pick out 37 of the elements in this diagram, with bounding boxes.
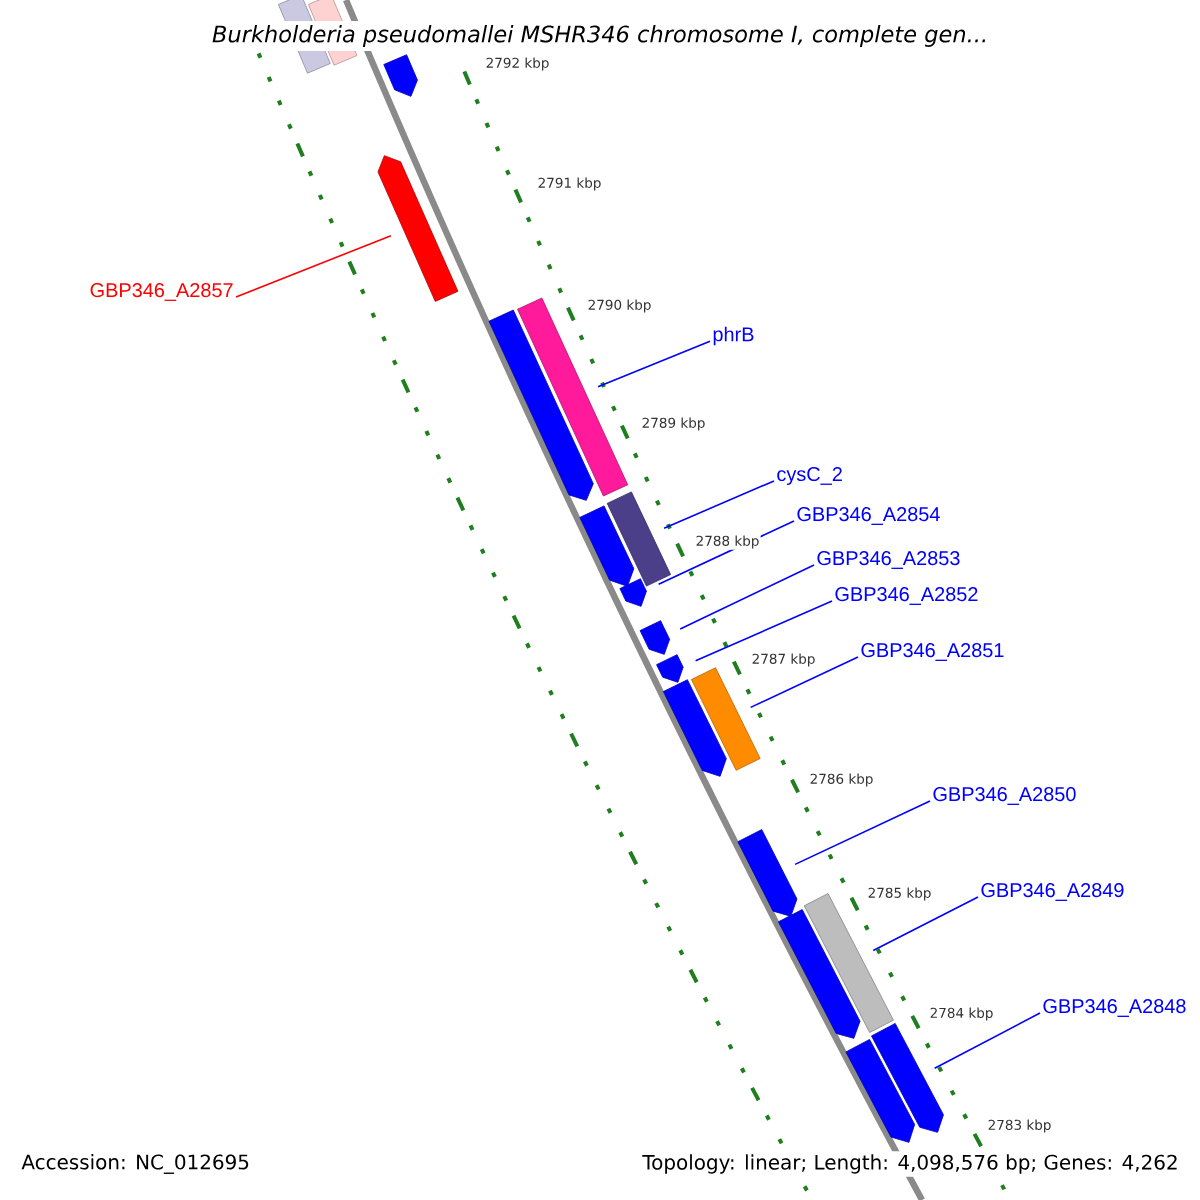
gene-label: GBP346_A2852 <box>835 587 978 605</box>
leader-line <box>872 896 979 952</box>
gene-block <box>579 505 635 587</box>
leader-line <box>597 340 711 388</box>
gene-label: GBP346_A2851 <box>861 643 1004 661</box>
gene-block <box>778 909 861 1039</box>
gene-label: GBP346_A2849 <box>981 883 1124 901</box>
gene-bar <box>606 491 671 587</box>
gene-block <box>377 155 459 302</box>
footer-text: Topology: linear; Length: 4,098,576 bp; Genes: 4,262 <box>639 1151 1182 1177</box>
gene-block <box>639 620 671 655</box>
gene-label: GBP346_A2850 <box>933 787 1076 805</box>
gene-label: GBP346_A2853 <box>817 551 960 569</box>
gene-label: GBP346_A2848 <box>1043 999 1186 1017</box>
map-title: Burkholderia pseudomallei MSHR346 chromosome I, complete gen... <box>207 21 993 51</box>
gene-label: GBP346_A2854 <box>797 507 940 525</box>
leader-line <box>933 1012 1041 1070</box>
gene-block <box>845 1039 916 1143</box>
gene-block <box>619 578 647 607</box>
leader-line <box>749 656 859 709</box>
gene-bar <box>517 297 629 497</box>
leader-line <box>663 480 775 529</box>
gene-block <box>383 54 418 97</box>
gene-block <box>662 679 727 777</box>
leader-line <box>794 800 931 866</box>
gene-block <box>488 309 594 501</box>
gene-label: cysC_2 <box>777 467 842 485</box>
leader-line <box>679 564 815 630</box>
gene-block <box>871 1023 944 1133</box>
gene-label: GBP346_A2857 <box>90 283 233 301</box>
footer-text: Accession: NC_012695 <box>18 1151 253 1177</box>
leader-line <box>235 234 392 298</box>
gene-bar <box>691 667 761 771</box>
leader-line <box>694 600 833 662</box>
gene-block <box>656 654 684 683</box>
gene-label: phrB <box>713 326 754 346</box>
gene-block <box>737 829 798 917</box>
